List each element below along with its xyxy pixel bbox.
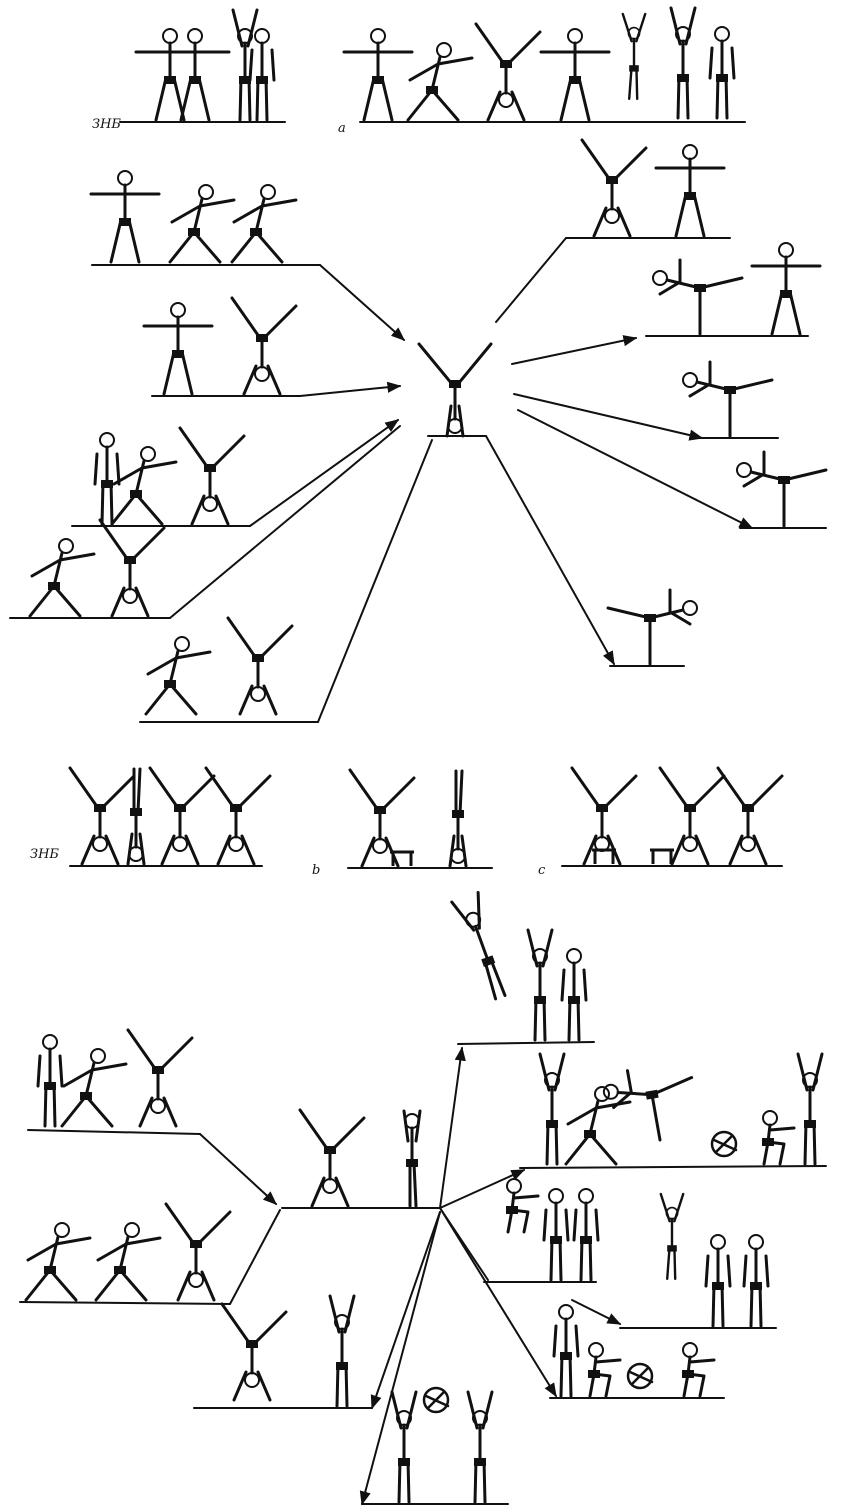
stick-figure-icon xyxy=(228,618,292,714)
stick-figure-icon xyxy=(737,452,826,526)
stick-figure-icon xyxy=(330,1296,354,1406)
stick-figure-icon xyxy=(661,1194,683,1279)
stick-figure-icon xyxy=(588,1343,620,1396)
panel-a-strip: ЗНБ a xyxy=(92,8,745,136)
stick-figure-icon xyxy=(718,768,782,864)
stick-figure-icon xyxy=(762,1111,794,1164)
stick-figure-icon xyxy=(540,1054,564,1164)
stick-figure-icon xyxy=(450,771,466,866)
stick-figure-icon xyxy=(424,1388,448,1412)
stick-figure-icon xyxy=(38,1035,62,1126)
stick-figure-icon xyxy=(112,447,176,524)
stick-figure-icon xyxy=(95,433,119,524)
stick-figure-icon xyxy=(653,260,742,334)
stick-figure-icon xyxy=(476,24,540,120)
stick-figure-icon xyxy=(222,1304,286,1400)
stick-figure-icon xyxy=(798,1054,822,1164)
stick-figure-icon xyxy=(96,1223,160,1300)
star-diagram-1 xyxy=(10,140,826,722)
stick-figure-icon xyxy=(144,303,212,394)
stick-figure-icon xyxy=(392,1392,416,1502)
star-diagram-2 xyxy=(20,892,826,1504)
stick-figure-icon xyxy=(150,768,214,864)
stool-icon xyxy=(592,850,616,864)
stick-figure-icon xyxy=(541,29,609,120)
stick-figure-icon xyxy=(166,1204,230,1300)
stick-figure-icon xyxy=(232,185,296,262)
stick-figure-icon xyxy=(752,243,820,334)
signature: ЗНБ xyxy=(92,117,121,132)
stick-figure-icon xyxy=(528,930,552,1040)
stick-figure-icon xyxy=(544,1189,568,1280)
stick-figure-icon xyxy=(682,1343,714,1396)
stick-figure-icon xyxy=(206,768,270,864)
panel-bc-strip: ЗНБ b c xyxy=(30,768,782,878)
stick-figure-icon xyxy=(70,768,134,864)
stool-icon xyxy=(390,852,414,866)
stick-figure-icon xyxy=(506,1179,538,1232)
stick-figure-icon xyxy=(582,140,646,236)
stick-figure-icon xyxy=(26,1223,90,1300)
stick-figure-icon xyxy=(710,27,734,118)
stick-figure-icon xyxy=(601,1060,701,1148)
stick-figure-icon xyxy=(452,892,515,1001)
stick-figure-icon xyxy=(128,1030,192,1126)
signature: ЗНБ xyxy=(30,847,59,862)
panel-label-c: c xyxy=(538,863,546,878)
stick-figure-icon xyxy=(62,1049,126,1126)
stick-figure-icon xyxy=(408,43,472,120)
stick-figure-icon xyxy=(683,362,772,436)
stick-figure-icon xyxy=(623,14,645,99)
panel-label-b: b xyxy=(312,863,320,878)
stick-figure-icon xyxy=(671,8,695,118)
stick-figure-icon xyxy=(562,949,586,1040)
stick-figure-icon xyxy=(744,1235,768,1326)
stick-figure-icon xyxy=(344,29,412,120)
panel-label-a: a xyxy=(338,121,346,136)
stick-figure-icon xyxy=(468,1392,492,1502)
stick-figure-icon xyxy=(100,520,164,616)
stick-figure-icon xyxy=(554,1305,578,1396)
stick-figure-icon xyxy=(419,344,491,436)
stick-figure-icon xyxy=(146,637,210,714)
stick-figure-icon xyxy=(566,1087,630,1164)
stick-figure-icon xyxy=(574,1189,598,1280)
stick-figure-icon xyxy=(608,590,697,664)
stick-figure-icon xyxy=(706,1235,730,1326)
stick-figure-icon xyxy=(232,298,296,394)
stick-figure-icon xyxy=(656,145,724,236)
stool-icon xyxy=(650,850,674,864)
stick-figure-icon xyxy=(170,185,234,262)
stick-figure-icon xyxy=(91,171,159,262)
stick-figure-icon xyxy=(233,10,257,120)
stick-figure-icon xyxy=(128,769,144,864)
stick-figure-icon xyxy=(180,428,244,524)
stick-figure-icon xyxy=(628,1364,652,1388)
stick-figure-icon xyxy=(404,1111,420,1206)
stick-figure-icon xyxy=(30,539,94,616)
stick-figure-icon xyxy=(712,1132,736,1156)
stick-figure-icon xyxy=(300,1110,364,1206)
stick-figure-icon xyxy=(250,29,274,120)
